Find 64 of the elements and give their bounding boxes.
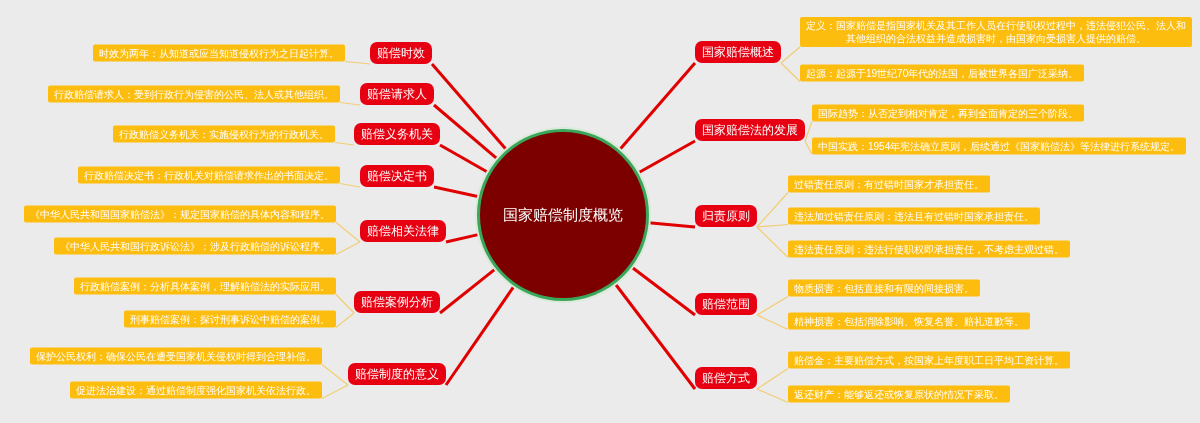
connector-line <box>339 182 361 188</box>
connector-line <box>433 103 499 161</box>
connector-line <box>439 267 497 315</box>
branch-topic: 赔偿制度的意义 <box>348 363 446 385</box>
leaf-topic: 行政赔偿决定书：行政机关对赔偿请求作出的书面决定。 <box>78 166 340 184</box>
connector-line <box>321 363 349 386</box>
connector-line <box>613 282 697 390</box>
leaf-topic: 促进法治建设：通过赔偿制度强化国家机关依法行政。 <box>70 381 322 399</box>
branch-topic: 国家赔偿法的发展 <box>695 119 805 141</box>
leaf-topic: 物质损害：包括直接和有限的间接损害。 <box>788 279 980 297</box>
leaf-topic: 定义：国家赔偿是指国家机关及其工作人员在行使职权过程中，违法侵犯公民、法人和其他组织的合法权益并造成损害时，由国家向受损害人提供的赔偿。 <box>800 17 1192 47</box>
leaf-topic: 中国实践：1954年宪法确立原则，后续通过《国家赔偿法》等法律进行系统规定。 <box>812 137 1187 155</box>
leaf-topic: 返还财产：能够返还或恢复原状的情况下采取。 <box>788 385 1010 403</box>
connector-line <box>335 241 361 256</box>
leaf-topic: 行政赔偿案例：分析具体案例，理解赔偿法的实际应用。 <box>74 277 336 295</box>
branch-topic: 赔偿案例分析 <box>354 291 440 313</box>
connector-line <box>339 101 361 106</box>
branch-topic: 赔偿义务机关 <box>354 123 440 145</box>
connector-line <box>756 295 789 316</box>
connector-line <box>335 312 355 329</box>
connector-line <box>630 265 696 317</box>
branch-topic: 赔偿方式 <box>695 367 757 389</box>
branch-topic: 归责原则 <box>695 205 757 227</box>
connector-line <box>780 46 801 64</box>
connector-line <box>756 367 789 390</box>
leaf-topic: 起源：起源于19世纪70年代的法国，后被世界各国广泛采纳。 <box>800 64 1085 82</box>
connector-line <box>439 143 489 174</box>
branch-topic: 赔偿时效 <box>370 42 432 64</box>
connector-line <box>756 314 789 331</box>
connector-line <box>648 221 696 229</box>
connector-line <box>334 141 355 146</box>
leaf-topic: 《中华人民共和国行政诉讼法》：涉及行政赔偿的诉讼程序。 <box>54 237 336 255</box>
leaf-topic: 违法责任原则：违法行使职权即承担责任，不考虑主观过错。 <box>788 240 1070 258</box>
connector-line <box>344 60 371 65</box>
connector-line <box>756 388 789 404</box>
connector-line <box>335 221 361 243</box>
connector-line <box>756 223 789 228</box>
connector-line <box>756 226 789 259</box>
leaf-topic: 违法加过错责任原则：违法且有过错时国家承担责任。 <box>788 207 1040 225</box>
leaf-topic: 行政赔偿义务机关：实施侵权行为的行政机关。 <box>113 125 335 143</box>
connector-line <box>780 62 801 83</box>
branch-topic: 赔偿范围 <box>695 293 757 315</box>
connector-line <box>335 293 355 314</box>
branch-topic: 赔偿请求人 <box>360 83 434 105</box>
connector-line <box>756 191 789 228</box>
connector-line <box>637 139 696 175</box>
leaf-topic: 时效为两年：从知道或应当知道侵权行为之日起计算。 <box>93 44 345 62</box>
leaf-topic: 国际趋势：从否定到相对肯定，再到全面肯定的三个阶段。 <box>812 104 1084 122</box>
branch-topic: 国家赔偿概述 <box>695 41 781 63</box>
leaf-topic: 赔偿金：主要赔偿方式，按国家上年度职工日平均工资计算。 <box>788 351 1070 369</box>
leaf-topic: 《中华人民共和国国家赔偿法》：规定国家赔偿的具体内容和程序。 <box>24 205 336 223</box>
leaf-topic: 过错责任原则：有过错时国家才承担责任。 <box>788 175 990 193</box>
branch-topic: 赔偿相关法律 <box>360 220 446 242</box>
connector-line <box>618 62 697 152</box>
connector-line <box>804 120 813 142</box>
branch-topic: 赔偿决定书 <box>360 165 434 187</box>
leaf-topic: 保护公民权利：确保公民在遭受国家机关侵权时得到合理补偿。 <box>30 347 322 365</box>
connector-line <box>444 285 516 386</box>
connector-line <box>804 140 813 156</box>
connector-line <box>430 63 508 152</box>
leaf-topic: 精神损害：包括消除影响、恢复名誉、赔礼道歉等。 <box>788 312 1030 330</box>
leaf-topic: 刑事赔偿案例：探讨刑事诉讼中赔偿的案例。 <box>124 310 336 328</box>
connector-line <box>321 384 349 400</box>
leaf-topic: 行政赔偿请求人：受到行政行为侵害的公民、法人或其他组织。 <box>48 85 340 103</box>
